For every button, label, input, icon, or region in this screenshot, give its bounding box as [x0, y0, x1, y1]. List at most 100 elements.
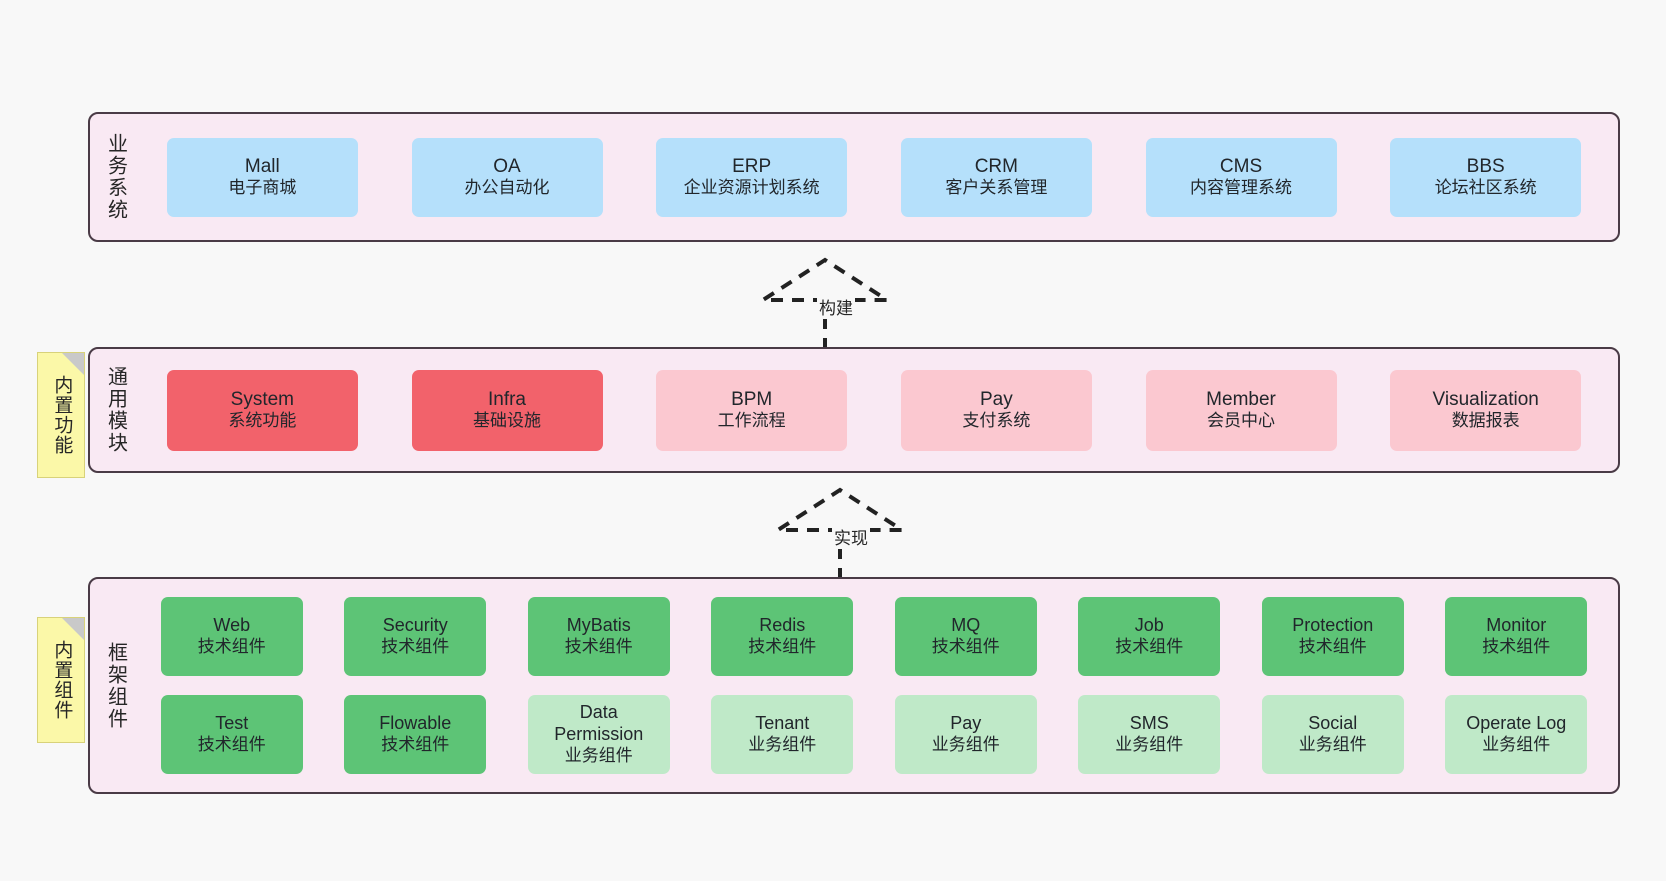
node-title: Web	[213, 615, 251, 636]
connector-build: 构建	[755, 257, 905, 350]
node-title: MyBatis	[566, 615, 631, 636]
node-title: MQ	[951, 615, 981, 636]
node-title: Security	[382, 615, 448, 636]
business-system-node-row: Mall 电子商城 OA 办公自动化 ERP 企业资源计划系统 CRM	[134, 114, 1618, 240]
node-title: CRM	[974, 156, 1018, 178]
node-subtitle: 业务组件	[1482, 735, 1551, 755]
node-cell: ERP 企业资源计划系统	[629, 137, 874, 217]
framework-business-row: Test 技术组件 Flowable 技术组件 Data Permission …	[140, 695, 1608, 774]
node-system[interactable]: System 系统功能	[166, 369, 358, 451]
node-subtitle: 业务组件	[1298, 735, 1367, 755]
node-cell: Mall 电子商城	[140, 137, 385, 217]
node-title: Monitor	[1486, 615, 1547, 636]
note-fold-icon	[62, 618, 84, 640]
node-subtitle: 技术组件	[197, 637, 266, 657]
node-cell: Visualization 数据报表	[1363, 369, 1608, 451]
node-title: OA	[493, 156, 521, 178]
node-title: Member	[1206, 389, 1276, 411]
node-title: Flowable	[379, 713, 452, 734]
node-tenant[interactable]: Tenant 业务组件	[711, 695, 854, 774]
node-oa[interactable]: OA 办公自动化	[411, 137, 603, 217]
node-sms[interactable]: SMS 业务组件	[1078, 695, 1221, 774]
node-subtitle: 技术组件	[1298, 637, 1367, 657]
connector-implement: 实现	[770, 487, 920, 580]
node-flowable[interactable]: Flowable 技术组件	[344, 695, 487, 774]
node-mall[interactable]: Mall 电子商城	[166, 137, 358, 217]
node-cell: Web 技术组件	[140, 597, 324, 676]
node-bbs[interactable]: BBS 论坛社区系统	[1390, 137, 1582, 217]
note-label: 内置组件	[51, 640, 73, 720]
node-subtitle: 工作流程	[717, 411, 786, 431]
node-subtitle: 电子商城	[228, 178, 297, 198]
layer-title-common-module: 通用模块	[104, 366, 127, 454]
node-bpm[interactable]: BPM 工作流程	[656, 369, 848, 451]
node-crm[interactable]: CRM 客户关系管理	[900, 137, 1092, 217]
node-subtitle: 会员中心	[1207, 411, 1276, 431]
node-mybatis[interactable]: MyBatis 技术组件	[527, 597, 670, 676]
node-subtitle: 技术组件	[1115, 637, 1184, 657]
layer-title-framework-component: 框架组件	[104, 641, 127, 730]
node-subtitle: 业务组件	[564, 746, 633, 766]
node-cell: Job 技术组件	[1058, 597, 1242, 676]
note-builtin-function: 内置功能	[37, 352, 85, 478]
note-label: 内置功能	[51, 375, 73, 455]
node-title: Pay	[950, 713, 982, 734]
node-security[interactable]: Security 技术组件	[344, 597, 487, 676]
node-redis[interactable]: Redis 技术组件	[711, 597, 854, 676]
node-cell: Member 会员中心	[1119, 369, 1364, 451]
node-title: Visualization	[1432, 389, 1539, 411]
node-cell: Operate Log 业务组件	[1425, 695, 1609, 774]
node-cell: Security 技术组件	[324, 597, 508, 676]
node-mq[interactable]: MQ 技术组件	[894, 597, 1037, 676]
connector-implement-label: 实现	[832, 524, 870, 549]
node-social[interactable]: Social 业务组件	[1261, 695, 1404, 774]
node-title: Social	[1308, 713, 1358, 734]
node-title: Operate Log	[1466, 713, 1567, 734]
node-cell: CRM 客户关系管理	[874, 137, 1119, 217]
connector-build-label: 构建	[817, 294, 855, 319]
node-infra[interactable]: Infra 基础设施	[411, 369, 603, 451]
node-subtitle: 支付系统	[962, 411, 1031, 431]
layer-common-module: 通用模块 System 系统功能 Infra 基础设施 BPM 工作流程	[88, 347, 1620, 473]
node-subtitle: 企业资源计划系统	[683, 178, 820, 198]
node-subtitle: 论坛社区系统	[1434, 178, 1537, 198]
node-cell: BPM 工作流程	[629, 369, 874, 451]
node-data-permission[interactable]: Data Permission 业务组件	[527, 695, 670, 774]
node-subtitle: 技术组件	[748, 637, 817, 657]
node-subtitle: 技术组件	[564, 637, 633, 657]
node-pay-module[interactable]: Pay 支付系统	[900, 369, 1092, 451]
node-test[interactable]: Test 技术组件	[160, 695, 303, 774]
node-job[interactable]: Job 技术组件	[1078, 597, 1221, 676]
node-cell: SMS 业务组件	[1058, 695, 1242, 774]
node-subtitle: 业务组件	[931, 735, 1000, 755]
node-operate-log[interactable]: Operate Log 业务组件	[1445, 695, 1588, 774]
node-subtitle: 技术组件	[931, 637, 1000, 657]
node-title: ERP	[732, 156, 772, 178]
layer-title-business-system: 业务系统	[104, 133, 127, 221]
generalization-arrow-icon	[771, 487, 909, 580]
node-cell: Data Permission 业务组件	[507, 695, 691, 774]
node-cell: BBS 论坛社区系统	[1363, 137, 1608, 217]
node-cell: Pay 业务组件	[874, 695, 1058, 774]
note-builtin-component: 内置组件	[37, 617, 85, 743]
node-title: Pay	[979, 389, 1013, 411]
node-title: Data Permission	[554, 702, 644, 745]
node-title: BPM	[731, 389, 773, 411]
node-web[interactable]: Web 技术组件	[160, 597, 303, 676]
node-visualization[interactable]: Visualization 数据报表	[1390, 369, 1582, 451]
layer-business-system: 业务系统 Mall 电子商城 OA 办公自动化 ERP 企业资源计划系统	[88, 112, 1620, 242]
node-cell: System 系统功能	[140, 369, 385, 451]
node-protection[interactable]: Protection 技术组件	[1261, 597, 1404, 676]
node-subtitle: 技术组件	[381, 735, 450, 755]
node-subtitle: 数据报表	[1451, 411, 1520, 431]
node-erp[interactable]: ERP 企业资源计划系统	[656, 137, 848, 217]
node-title: CMS	[1219, 156, 1263, 178]
node-cms[interactable]: CMS 内容管理系统	[1145, 137, 1337, 217]
generalization-arrow-icon	[756, 257, 894, 350]
node-member[interactable]: Member 会员中心	[1145, 369, 1337, 451]
node-cell: MQ 技术组件	[874, 597, 1058, 676]
node-cell: Redis 技术组件	[691, 597, 875, 676]
node-pay-component[interactable]: Pay 业务组件	[894, 695, 1037, 774]
note-fold-icon	[62, 353, 84, 375]
node-monitor[interactable]: Monitor 技术组件	[1445, 597, 1588, 676]
